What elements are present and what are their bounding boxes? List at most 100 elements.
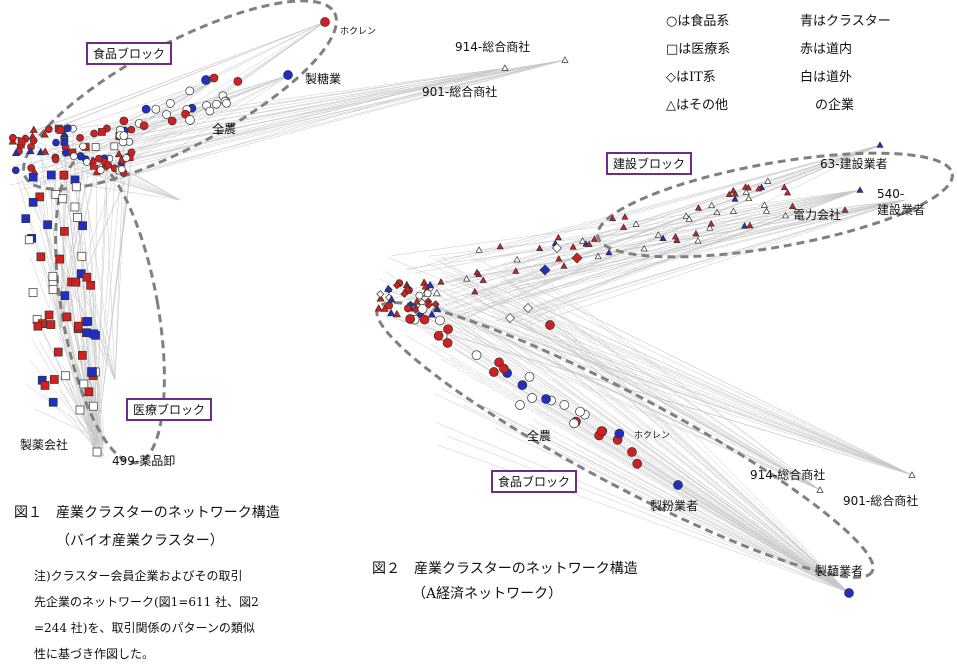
edge <box>423 304 849 593</box>
edge <box>503 199 906 285</box>
network-node <box>88 156 98 164</box>
network-node <box>729 207 738 214</box>
network-node <box>55 254 65 264</box>
edge <box>39 323 100 448</box>
edge <box>421 278 913 476</box>
network-node <box>764 177 772 184</box>
network-node <box>740 222 749 229</box>
network-node <box>585 240 593 247</box>
network-node <box>222 98 231 108</box>
network-node <box>35 192 45 202</box>
edge <box>385 144 881 302</box>
network-node <box>682 212 690 219</box>
network-node <box>536 244 544 252</box>
edge <box>126 59 566 141</box>
network-node <box>479 276 487 283</box>
fig2-trade914-label: 914-総合商社 <box>750 468 826 482</box>
network-node <box>640 244 648 252</box>
edge <box>36 144 116 381</box>
edge <box>457 273 849 593</box>
edge <box>516 286 913 476</box>
network-node <box>426 280 435 289</box>
edge <box>459 351 849 593</box>
edge <box>32 67 506 135</box>
edge <box>442 262 913 476</box>
edge <box>114 183 126 381</box>
network-node <box>53 347 63 357</box>
network-node <box>435 315 445 326</box>
edge <box>594 333 849 593</box>
network-node <box>762 207 771 214</box>
network-node <box>26 146 35 155</box>
network-node <box>524 371 535 382</box>
network-node <box>376 290 385 299</box>
fig1-pharma-label: 製薬会社 <box>20 438 69 452</box>
network-node <box>78 221 88 231</box>
network-node <box>60 138 69 146</box>
edge <box>520 265 821 491</box>
network-node <box>694 236 702 244</box>
edge <box>552 379 849 593</box>
edge <box>446 435 849 593</box>
network-node <box>51 190 61 199</box>
edge <box>99 21 326 184</box>
network-node <box>96 166 105 174</box>
network-node <box>233 77 243 86</box>
edge <box>513 199 906 265</box>
edge <box>486 144 881 272</box>
network-node <box>201 75 211 85</box>
edge <box>69 294 96 444</box>
network-node <box>729 186 737 194</box>
edge <box>429 300 849 593</box>
edge <box>449 144 881 295</box>
network-node <box>692 229 700 237</box>
network-node <box>71 182 81 192</box>
edge <box>66 59 566 154</box>
edge <box>74 271 104 444</box>
legend-blue-cluster: 青はクラスター <box>800 14 891 29</box>
network-node <box>49 375 59 384</box>
fig1-zennoh-node <box>185 115 195 125</box>
edge <box>129 59 566 131</box>
network-node <box>780 183 788 190</box>
network-node <box>471 350 482 361</box>
network-node <box>82 328 91 338</box>
fig2-hokuren-label: ホクレン <box>634 431 671 441</box>
fig1-hokuren-node <box>320 17 330 27</box>
edge <box>430 344 849 593</box>
fig2-caption-title: 図２ 産業クラスターのネットワーク構造 <box>372 561 638 577</box>
network-node <box>74 321 83 331</box>
network-node <box>82 272 92 282</box>
network-node <box>122 154 131 162</box>
edge <box>470 189 861 261</box>
network-node <box>88 401 98 411</box>
network-node <box>552 243 562 253</box>
edge <box>440 358 849 593</box>
edge <box>80 202 106 445</box>
network-node <box>48 285 58 294</box>
network-node <box>523 303 533 313</box>
network-node <box>541 394 551 404</box>
network-node <box>545 320 555 330</box>
network-node <box>659 234 667 242</box>
network-node <box>475 246 483 253</box>
edge <box>403 296 849 593</box>
network-node <box>127 148 136 157</box>
network-node <box>95 154 103 163</box>
network-node <box>590 235 599 242</box>
network-node <box>781 211 790 219</box>
edge <box>94 146 124 456</box>
network-node <box>40 130 49 138</box>
network-node <box>44 310 54 320</box>
edge <box>58 282 97 453</box>
edge <box>550 320 849 593</box>
network-node <box>28 172 38 182</box>
network-node <box>725 190 733 198</box>
edge <box>566 331 849 593</box>
network-node <box>61 148 70 157</box>
network-node <box>746 221 754 229</box>
network-node <box>86 280 95 290</box>
fig2-power-node <box>841 206 849 213</box>
fig1-wholesale499-label: 499-薬品卸 <box>112 454 176 468</box>
fig2-food-block-label: 食品ブロック <box>491 470 578 493</box>
